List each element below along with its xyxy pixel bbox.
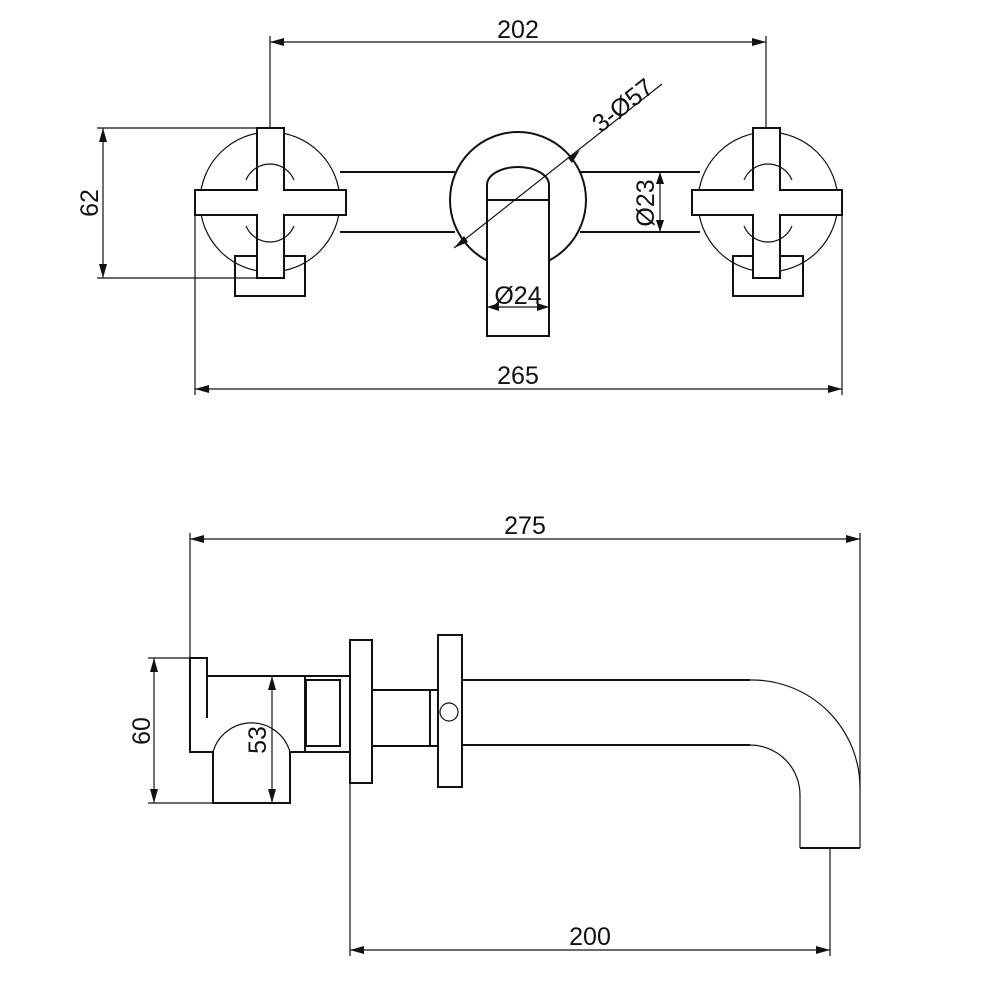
left-cross-icon: [194, 127, 347, 279]
dim-label-24: Ø24: [494, 282, 541, 310]
dim-label-200: 200: [569, 923, 611, 951]
dimension-275: 275: [189, 512, 861, 788]
dim-label-265: 265: [497, 362, 539, 390]
dim-label-202: 202: [497, 16, 539, 44]
dimension-62: 62: [76, 127, 257, 279]
right-cross-icon: [691, 127, 843, 279]
dimension-202: 202: [269, 16, 767, 128]
dimension-23: Ø23: [632, 172, 664, 232]
connecting-pipe: [340, 171, 700, 233]
dimension-265: 265: [194, 215, 843, 395]
dim-label-62: 62: [76, 189, 104, 217]
dim-label-275: 275: [504, 512, 546, 540]
dimension-24: Ø24: [487, 282, 549, 311]
left-handle: [194, 127, 347, 297]
dim-label-3x57: 3-Ø57: [587, 73, 659, 138]
dimension-60: 60: [128, 657, 213, 804]
dim-label-60: 60: [128, 717, 156, 745]
rear-flange-plate: [349, 639, 373, 784]
cartridge: [371, 689, 459, 747]
right-handle: [691, 127, 843, 297]
top-view: 202 265 62 3-Ø57: [76, 16, 843, 395]
wall-body: [189, 657, 350, 804]
spout-front: [449, 131, 587, 337]
dim-label-23: Ø23: [632, 179, 660, 226]
side-view: 275 200 60 53: [128, 512, 861, 956]
dimension-53: 53: [244, 676, 276, 803]
dim-label-53: 53: [244, 726, 272, 754]
dimension-200: 200: [349, 783, 831, 956]
spout-side: [462, 679, 861, 849]
spout-outlet: [486, 199, 550, 337]
